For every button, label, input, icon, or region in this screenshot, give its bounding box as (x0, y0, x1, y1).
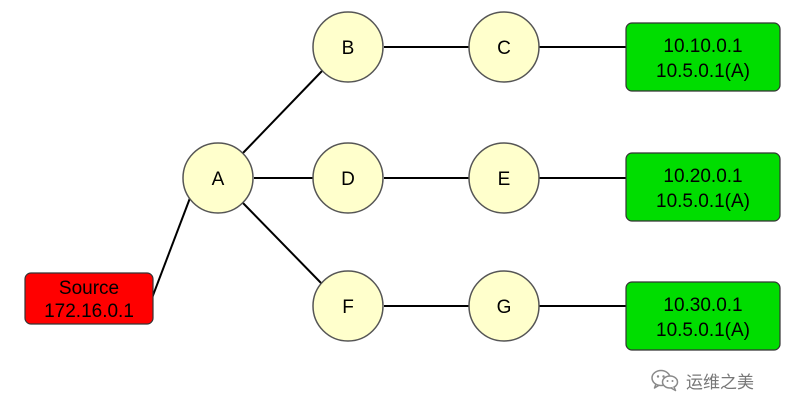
node-e-label: E (498, 169, 511, 190)
node-b-label: B (342, 38, 355, 59)
node-g-label: G (497, 297, 512, 318)
destination-2-group: 10.5.0.1(A) (656, 191, 750, 212)
destination-2-ip: 10.20.0.1 (663, 166, 742, 187)
source-label: Source (59, 278, 119, 299)
node-g: G (468, 270, 540, 342)
destination-3-ip: 10.30.0.1 (663, 295, 742, 316)
edge-a-f (241, 201, 323, 285)
destination-1-ip: 10.10.0.1 (663, 36, 742, 57)
edges (151, 46, 626, 307)
destination-box-2: 10.20.0.1 10.5.0.1(A) (625, 152, 781, 222)
destination-box-3: 10.30.0.1 10.5.0.1(A) (625, 281, 781, 351)
destination-1-group: 10.5.0.1(A) (656, 61, 750, 82)
destination-box-1: 10.10.0.1 10.5.0.1(A) (625, 22, 781, 92)
node-c-label: C (497, 38, 511, 59)
node-a-label: A (212, 169, 225, 190)
watermark: 运维之美 (650, 366, 754, 394)
source-box: Source 172.16.0.1 (24, 272, 154, 325)
node-b: B (312, 11, 384, 83)
node-a: A (182, 142, 254, 214)
watermark-text: 运维之美 (686, 372, 754, 393)
node-c: C (468, 11, 540, 83)
edge-a-b (241, 70, 323, 155)
node-f: F (312, 270, 384, 342)
node-f-label: F (342, 297, 354, 318)
destination-3-group: 10.5.0.1(A) (656, 320, 750, 341)
node-d: D (312, 142, 384, 214)
node-d-label: D (341, 169, 355, 190)
source-ip: 172.16.0.1 (44, 301, 134, 322)
edge-source-a (151, 197, 191, 299)
wechat-icon (650, 368, 680, 392)
node-e: E (468, 142, 540, 214)
